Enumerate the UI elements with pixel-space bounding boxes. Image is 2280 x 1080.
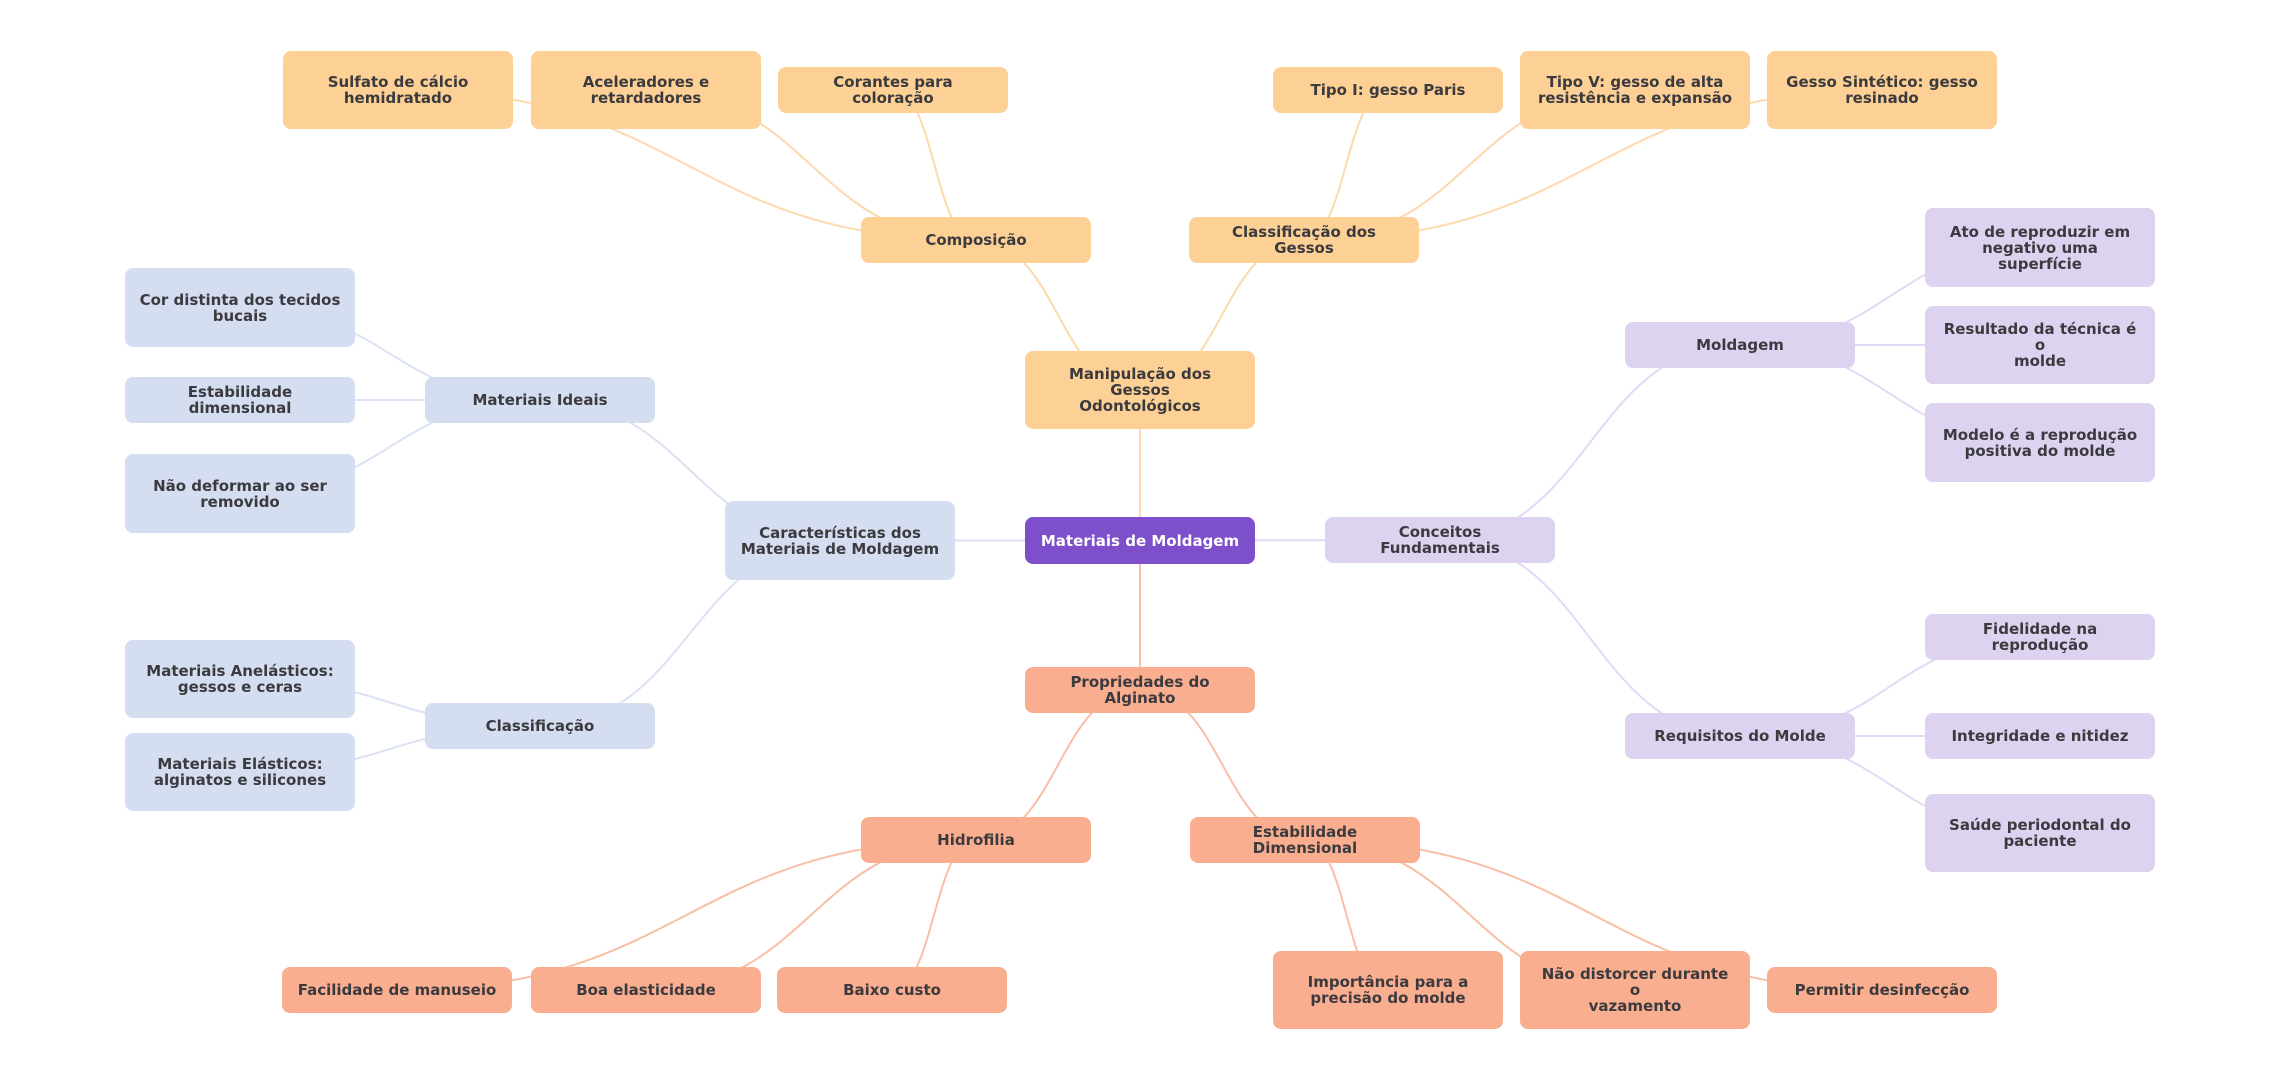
node-label: Saúde periodontal do paciente [1949, 816, 2131, 850]
node-facilidade[interactable]: Facilidade de manuseio [282, 967, 512, 1013]
node-label: Moldagem [1696, 336, 1784, 354]
edge-conceitos-to-moldagem [1439, 344, 1741, 541]
node-label: Boa elasticidade [576, 981, 716, 999]
node-label: Estabilidade dimensional [187, 383, 293, 417]
node-conceitos[interactable]: Conceitos Fundamentais [1325, 517, 1555, 563]
node-label: Classificação dos Gessos [1232, 223, 1376, 257]
node-label: Não distorcer durante o vazamento [1541, 965, 1729, 1015]
node-label: Tipo I: gesso Paris [1310, 81, 1466, 99]
node-label: Ato de reproduzir em negativo uma superf… [1949, 222, 2131, 273]
node-label: Hidrofilia [937, 831, 1015, 849]
node-integridade[interactable]: Integridade e nitidez [1925, 713, 2155, 759]
node-label: Propriedades do Alginato [1070, 673, 1210, 707]
node-estab-dimensional[interactable]: Estabilidade dimensional [125, 377, 355, 423]
node-ato[interactable]: Ato de reproduzir em negativo uma superf… [1925, 208, 2155, 287]
node-modelo[interactable]: Modelo é a reprodução positiva do molde [1925, 403, 2155, 482]
node-anelasticos[interactable]: Materiais Anelásticos: gessos e ceras [125, 640, 355, 718]
node-moldagem[interactable]: Moldagem [1625, 322, 1855, 368]
node-propriedades[interactable]: Propriedades do Alginato [1025, 667, 1255, 713]
node-label: Tipo V: gesso de alta resistência e expa… [1537, 73, 1733, 107]
root-node[interactable]: Materiais de Moldagem [1025, 517, 1255, 564]
node-nao-distorcer[interactable]: Não distorcer durante o vazamento [1520, 951, 1750, 1029]
node-label: Materiais Anelásticos: gessos e ceras [146, 662, 334, 696]
node-gesso-sintetico[interactable]: Gesso Sintético: gesso resinado [1767, 51, 1997, 129]
node-label: Corantes para coloração [833, 73, 953, 107]
node-label: Cor distinta dos tecidos bucais [139, 290, 341, 325]
node-tipo-i[interactable]: Tipo I: gesso Paris [1273, 67, 1503, 113]
edge-conceitos-to-requisitos [1439, 539, 1741, 737]
node-label: Classificação [485, 717, 595, 735]
node-label: Materiais Ideais [472, 391, 608, 409]
node-label: Permitir desinfecção [1794, 981, 1970, 999]
node-label: Estabilidade Dimensional [1252, 823, 1358, 857]
node-label: Materiais de Moldagem [1040, 531, 1240, 550]
node-resultado[interactable]: Resultado da técnica é o molde [1925, 306, 2155, 384]
node-permitir[interactable]: Permitir desinfecção [1767, 967, 1997, 1013]
node-label: Manipulação dos Gessos Odontológicos [1068, 365, 1212, 415]
node-label: Baixo custo [843, 981, 941, 999]
node-baixo-custo[interactable]: Baixo custo [777, 967, 1007, 1013]
node-label: Gesso Sintético: gesso resinado [1786, 73, 1978, 107]
node-estab-dim-alg[interactable]: Estabilidade Dimensional [1190, 817, 1420, 863]
node-label: Características dos Materiais de Moldage… [740, 523, 940, 558]
node-elasticos[interactable]: Materiais Elásticos: alginatos e silicon… [125, 733, 355, 811]
node-materiais-ideais[interactable]: Materiais Ideais [425, 377, 655, 423]
node-label: Resultado da técnica é o molde [1943, 320, 2137, 370]
node-nao-deformar[interactable]: Não deformar ao ser removido [125, 454, 355, 533]
node-label: Conceitos Fundamentais [1380, 523, 1500, 557]
node-aceleradores[interactable]: Aceleradores e retardadores [531, 51, 761, 129]
node-fidelidade[interactable]: Fidelidade na reprodução [1925, 614, 2155, 660]
node-label: Não deformar ao ser removido [153, 476, 327, 511]
node-classif-gessos[interactable]: Classificação dos Gessos [1189, 217, 1419, 263]
node-boa-elasticidade[interactable]: Boa elasticidade [531, 967, 761, 1013]
node-label: Materiais Elásticos: alginatos e silicon… [153, 755, 327, 789]
node-corantes[interactable]: Corantes para coloração [778, 67, 1008, 113]
node-composicao[interactable]: Composição [861, 217, 1091, 263]
node-requisitos[interactable]: Requisitos do Molde [1625, 713, 1855, 759]
node-label: Facilidade de manuseio [297, 981, 497, 999]
node-caracteristicas[interactable]: Características dos Materiais de Moldage… [725, 501, 955, 580]
node-hidrofilia[interactable]: Hidrofilia [861, 817, 1091, 863]
node-label: Integridade e nitidez [1951, 727, 2129, 745]
node-cor-distinta[interactable]: Cor distinta dos tecidos bucais [125, 268, 355, 347]
node-importancia[interactable]: Importância para a precisão do molde [1273, 951, 1503, 1029]
node-label: Fidelidade na reprodução [1982, 620, 2098, 654]
node-label: Requisitos do Molde [1654, 727, 1826, 745]
node-sulfato[interactable]: Sulfato de cálcio hemidratado [283, 51, 513, 129]
node-label: Modelo é a reprodução positiva do molde [1942, 425, 2138, 460]
node-manipulacao[interactable]: Manipulação dos Gessos Odontológicos [1025, 351, 1255, 429]
node-label: Sulfato de cálcio hemidratado [327, 73, 469, 107]
node-label: Composição [925, 231, 1027, 249]
node-label: Importância para a precisão do molde [1307, 973, 1469, 1007]
node-tipo-v[interactable]: Tipo V: gesso de alta resistência e expa… [1520, 51, 1750, 129]
node-saude[interactable]: Saúde periodontal do paciente [1925, 794, 2155, 872]
node-classificacao[interactable]: Classificação [425, 703, 655, 749]
node-label: Aceleradores e retardadores [582, 73, 710, 107]
